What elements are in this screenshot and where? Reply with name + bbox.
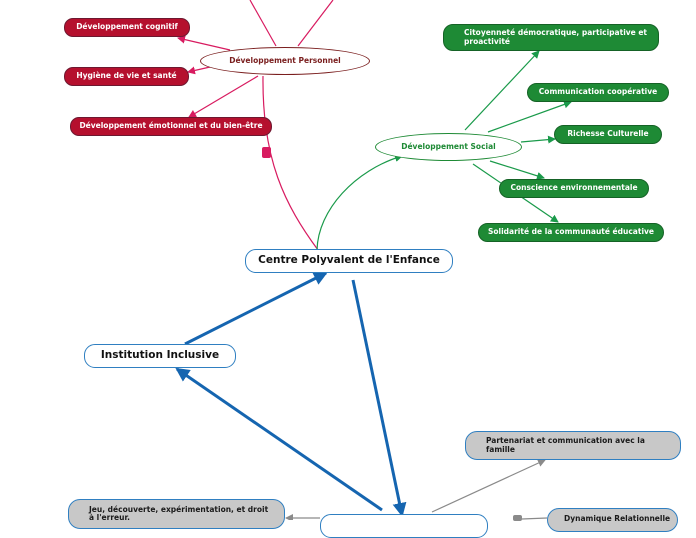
node-conscience-environnementale-label: Conscience environnementale <box>510 183 638 193</box>
line-personal-to-emotional <box>188 75 259 118</box>
line-personal-top-right <box>297 0 334 47</box>
line-center-to-personal <box>262 75 319 251</box>
arrow-center-to-bottom <box>351 279 407 517</box>
line-center-to-social <box>316 154 403 251</box>
line-personal-top-left <box>249 0 277 47</box>
node-richesse-culturelle-label: Richesse Culturelle <box>567 129 649 139</box>
collapse-handle-bottom[interactable] <box>513 515 522 521</box>
node-richesse-culturelle[interactable]: Richesse Culturelle <box>554 125 662 144</box>
mind-map-connectors <box>175 0 572 520</box>
node-conscience-environnementale[interactable]: Conscience environnementale <box>499 179 649 198</box>
line-bottom-to-family <box>431 459 546 513</box>
node-solidarite-communaute-label: Solidarité de la communauté éducative <box>487 227 654 237</box>
node-dynamique-relationnelle-label: Dynamique Relationnelle <box>564 514 671 523</box>
node-hygiene-vie-sante[interactable]: Hygiène de vie et santé <box>64 67 189 86</box>
node-developpement-social[interactable]: Développement Social <box>375 133 522 161</box>
node-developpement-personnel-label: Développement Personnel <box>229 55 341 65</box>
node-developpement-emotionnel-label: Développement émotionnel et du bien-être <box>79 121 263 131</box>
line-social-to-communication <box>487 100 572 133</box>
node-communication-cooperative[interactable]: Communication coopérative <box>527 83 669 102</box>
node-jeu-decouverte-label: Jeu, découverte, expérimentation, et dro… <box>89 505 269 523</box>
collapse-handle-personal[interactable] <box>262 147 271 158</box>
node-dynamique-relationnelle[interactable]: Dynamique Relationnelle <box>547 508 678 532</box>
node-partenariat-famille-label: Partenariat et communication avec la fam… <box>486 436 645 454</box>
node-hygiene-vie-sante-label: Hygiène de vie et santé <box>76 71 177 81</box>
node-bottom-hub[interactable] <box>320 514 488 538</box>
line-bottom-to-relational <box>521 517 548 520</box>
node-jeu-decouverte[interactable]: Jeu, découverte, expérimentation, et dro… <box>68 499 285 529</box>
line-social-to-citizenship <box>464 50 540 131</box>
node-centre-polyvalent-label: Centre Polyvalent de l'Enfance <box>258 254 440 267</box>
node-citoyennete[interactable]: Citoyenneté démocratique, participative … <box>443 24 659 51</box>
arrow-bottom-to-inclusive <box>175 367 383 512</box>
node-institution-inclusive-label: Institution Inclusive <box>100 349 220 362</box>
node-partenariat-famille[interactable]: Partenariat et communication avec la fam… <box>465 431 681 460</box>
node-communication-cooperative-label: Communication coopérative <box>538 87 658 97</box>
line-personal-to-cognitive <box>177 35 231 51</box>
node-centre-polyvalent[interactable]: Centre Polyvalent de l'Enfance <box>245 249 453 273</box>
node-solidarite-communaute[interactable]: Solidarité de la communauté éducative <box>478 223 664 242</box>
line-personal-to-hygiene <box>187 66 211 75</box>
line-social-to-environment <box>489 160 545 180</box>
node-developpement-cognitif-label: Développement cognitif <box>76 22 178 32</box>
node-institution-inclusive[interactable]: Institution Inclusive <box>84 344 236 368</box>
node-developpement-emotionnel[interactable]: Développement émotionnel et du bien-être <box>70 117 272 136</box>
line-social-to-culture <box>520 135 556 144</box>
node-developpement-personnel[interactable]: Développement Personnel <box>200 47 370 75</box>
node-developpement-social-label: Développement Social <box>401 141 496 151</box>
arrow-inclusive-to-center <box>184 271 328 346</box>
node-developpement-cognitif[interactable]: Développement cognitif <box>64 18 190 37</box>
node-citoyennete-label: Citoyenneté démocratique, participative … <box>464 28 648 46</box>
